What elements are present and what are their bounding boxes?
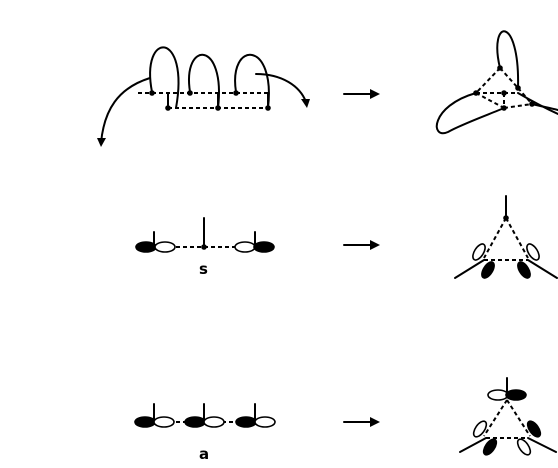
atom-dot <box>265 105 271 111</box>
row3-antisymmetric-cyclic <box>459 377 557 456</box>
symmetric-label: s <box>199 260 208 278</box>
row2-symmetric-linear <box>135 217 275 253</box>
filled-lobe <box>517 261 531 279</box>
row1-linear-loops <box>97 46 310 147</box>
dashed-bond <box>475 67 501 94</box>
filled-lobe <box>235 416 257 428</box>
reaction-arrow-2 <box>343 240 380 250</box>
dashed-bond <box>483 217 507 259</box>
atom-dot <box>215 105 221 111</box>
cyclic-loop-right <box>517 92 558 115</box>
reaction-arrow-3 <box>343 417 380 427</box>
open-lobe <box>472 420 488 438</box>
atom-dot <box>201 244 207 250</box>
open-lobe <box>516 438 532 456</box>
row3-antisymmetric-linear <box>134 403 276 428</box>
orbital-loop-2 <box>188 53 220 109</box>
cyclic-loop-top <box>496 30 520 89</box>
bond-stick <box>454 259 485 279</box>
orbital-loop-3 <box>234 54 270 109</box>
bond-stick <box>459 437 487 453</box>
filled-lobe <box>135 241 157 253</box>
dashed-bond <box>505 217 529 259</box>
open-lobe <box>234 241 256 253</box>
atom-dot <box>149 90 155 96</box>
atom-dot <box>473 90 479 96</box>
bond-stick <box>527 437 557 453</box>
open-lobe <box>153 416 175 428</box>
atom-dot <box>233 90 239 96</box>
filled-lobe <box>253 241 275 253</box>
atom-dot <box>501 90 507 96</box>
dashed-bond <box>506 399 531 437</box>
right-arrowhead <box>301 99 310 108</box>
dashed-bond <box>475 92 505 109</box>
open-lobe <box>487 389 509 401</box>
atom-dot <box>515 85 521 91</box>
atom-dot <box>501 105 507 111</box>
open-lobe <box>254 416 276 428</box>
atom-dot <box>187 90 193 96</box>
open-lobe <box>203 416 225 428</box>
atom-dot <box>497 65 503 71</box>
dashed-bond <box>483 399 508 437</box>
open-lobe <box>472 243 486 261</box>
left-curved-arrow <box>100 77 151 144</box>
filled-lobe <box>482 438 498 456</box>
filled-lobe <box>481 261 495 279</box>
open-lobe <box>526 243 540 261</box>
orbital-loop-1 <box>149 46 180 109</box>
row2-symmetric-cyclic <box>454 195 558 279</box>
filled-lobe <box>184 416 206 428</box>
open-lobe <box>154 241 176 253</box>
filled-lobe <box>134 416 156 428</box>
antisymmetric-label: a <box>199 445 210 463</box>
filled-lobe <box>505 389 527 401</box>
right-curved-arrow <box>255 73 307 103</box>
row1-cyclic-product <box>435 30 558 135</box>
cyclic-loop-left <box>435 92 505 135</box>
dashed-bond <box>499 67 519 89</box>
left-arrowhead <box>97 138 106 147</box>
reaction-arrow-1 <box>343 89 380 99</box>
filled-lobe <box>526 420 542 438</box>
bond-stick <box>527 259 558 279</box>
cyclic-loop-right-inner <box>531 103 558 111</box>
atom-dot <box>165 105 171 111</box>
atom-dot <box>529 101 535 107</box>
dashed-bond <box>503 103 533 109</box>
